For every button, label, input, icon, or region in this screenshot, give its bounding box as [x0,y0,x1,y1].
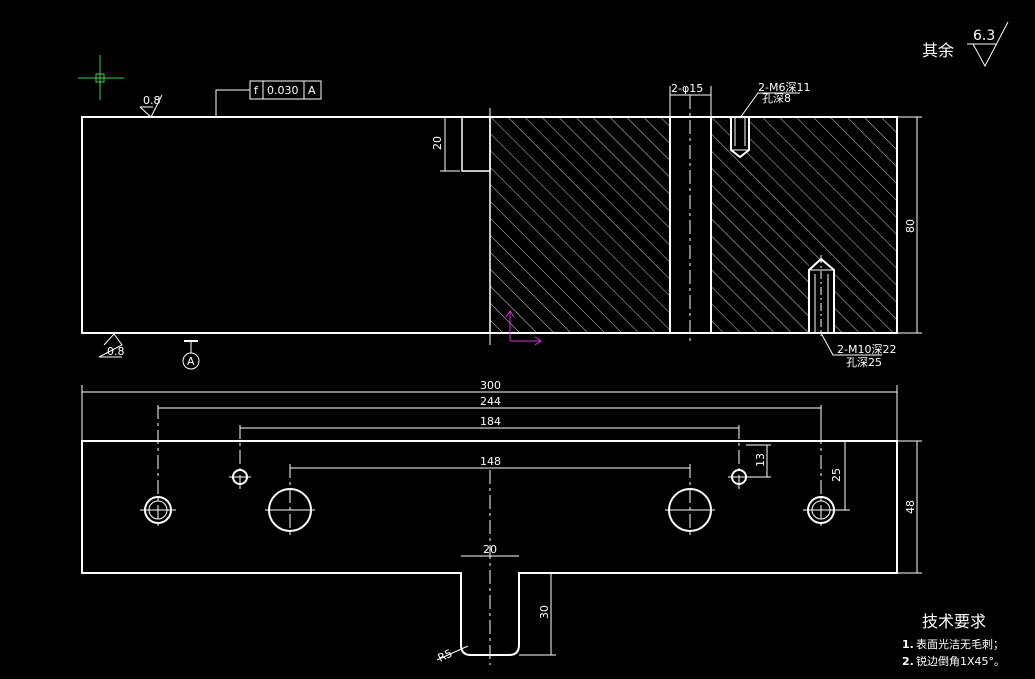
bottom-view: 300 244 184 148 13 25 48 20 30 R5 [81,379,922,665]
dim-20-text: 20 [483,543,497,556]
tech-requirements-title: 技术要求 [922,612,986,631]
datum-a-symbol: A [182,340,200,370]
finish-prefix-text: 其余 [922,41,954,60]
tech-item-2-num: 2. [902,655,914,668]
flatness-datum: A [308,84,316,97]
section-hatch-right [711,118,897,333]
roughness-bottom-value: 0.8 [107,345,125,358]
m10-callout-line1: 2-M10深22 [837,343,896,356]
dim-30-text: 30 [538,605,551,619]
dim-height-80-text: 80 [904,219,917,233]
roughness-bottom-icon [98,333,123,358]
hole-callout-phi15 [669,86,712,116]
step-profile [461,117,491,172]
dim-r5-text: R5 [436,647,455,665]
dim-25-text: 25 [830,468,843,482]
flatness-symbol: f [254,84,259,97]
dim-148-text: 148 [480,455,501,468]
tech-item-1-num: 1. [902,638,914,651]
hole-callout-phi15-text: 2-φ15 [671,82,703,95]
m6-callout-line2: 孔深8 [762,92,791,105]
ucs-crosshair-icon [78,55,124,100]
hole-phi15-right [665,464,715,535]
dim-244-text: 244 [480,395,501,408]
tech-item-2-text: 锐边倒角1X45°。 [916,654,1005,668]
dim-48-text: 48 [904,500,917,514]
surface-finish-note: 其余 6.3 [922,21,1009,68]
datum-a-label: A [187,355,195,368]
tech-requirements: 技术要求 1. 表面光洁无毛刺； 2. 锐边倒角1X45°。 [902,612,1005,668]
dim-step-height-text: 20 [431,136,444,150]
hole-m6-right [728,425,750,489]
hole-phi15-left [265,464,315,535]
roughness-symbol-icon [967,21,1009,68]
dim-step-height [440,116,460,172]
section-hatch-left [490,118,670,333]
flatness-value: 0.030 [267,84,299,97]
dim-184-text: 184 [480,415,501,428]
m6-callout-line1: 2-M6深11 [758,81,810,94]
flatness-tolerance-frame: f 0.030 A [215,80,322,117]
top-view: 0.8 0.8 f 0.030 A A [81,80,922,370]
tech-item-1-text: 表面光洁无毛刺； [916,637,1004,651]
dim-height-80 [897,116,922,334]
hole-m10-left [140,405,176,528]
m10-callout-line2: 孔深25 [846,356,882,369]
m10-tapped-hole [808,255,835,336]
ucs-axis-icon [505,310,542,346]
bottom-view-outline [81,440,898,656]
finish-value-text: 6.3 [973,28,995,44]
dim-13-text: 13 [754,453,767,467]
hole-m6-left [229,425,251,489]
roughness-top-icon [139,94,163,118]
m6-tapped-hole [730,118,750,159]
dim-300-text: 300 [480,379,501,392]
roughness-top-value: 0.8 [143,94,161,107]
